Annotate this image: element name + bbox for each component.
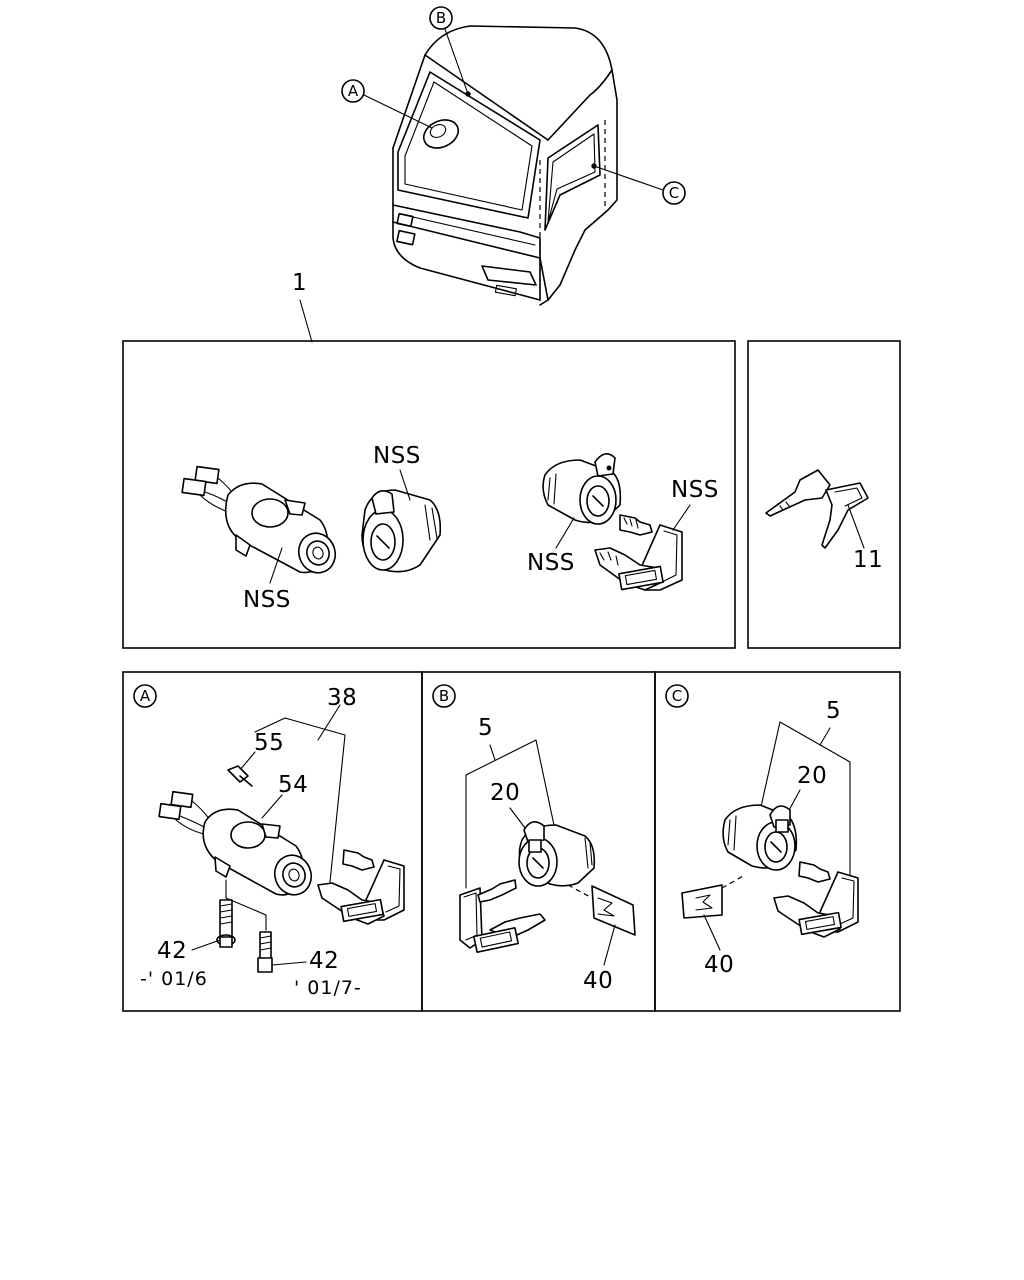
leader-part-11 bbox=[847, 504, 865, 549]
detail-a-label: A bbox=[133, 684, 157, 708]
detail-panel-c bbox=[654, 671, 901, 1012]
lock-cylinder-c-illustration bbox=[722, 804, 798, 871]
nss-lock-set-label: NSS bbox=[527, 550, 575, 576]
clip-40-b-illustration bbox=[591, 885, 636, 936]
part-number-42-right: 42 bbox=[309, 948, 339, 974]
leader-nss-key bbox=[672, 504, 691, 531]
ignition-switch-detail-illustration bbox=[158, 790, 313, 896]
leader-part-1 bbox=[299, 299, 313, 343]
callout-c-label: C bbox=[669, 184, 679, 202]
date-range-left: -' 01/6 bbox=[140, 968, 208, 990]
detail-c-label: C bbox=[665, 684, 689, 708]
bracket-38 bbox=[254, 704, 346, 883]
part-number-55: 55 bbox=[254, 730, 284, 756]
nss-door-lock-label: NSS bbox=[373, 443, 421, 469]
dash-c bbox=[721, 874, 746, 889]
detail-b-label: B bbox=[432, 684, 456, 708]
part-number-20-b: 20 bbox=[490, 780, 520, 806]
part-number-20-c: 20 bbox=[797, 763, 827, 789]
part-number-5-b: 5 bbox=[478, 715, 493, 741]
assembly-panel bbox=[122, 340, 736, 649]
clip-40-c-illustration bbox=[681, 884, 723, 919]
leader-40-b bbox=[603, 924, 616, 966]
callout-a-label: A bbox=[348, 82, 359, 100]
bracket-5-b bbox=[465, 739, 556, 889]
key-ring-detail-a-illustration bbox=[317, 849, 405, 925]
svg-text:C: C bbox=[672, 687, 682, 705]
part-number-5-c: 5 bbox=[826, 698, 841, 724]
keys-illustration bbox=[765, 469, 869, 549]
part-number-38: 38 bbox=[327, 685, 357, 711]
part-number-11: 11 bbox=[853, 547, 883, 573]
part-number-54: 54 bbox=[278, 772, 308, 798]
leader-42-right bbox=[271, 961, 307, 966]
leader-42-left bbox=[191, 939, 221, 951]
date-range-right: ' 01/7- bbox=[294, 977, 362, 999]
truck-cab-illustration bbox=[392, 25, 618, 306]
callout-b-label: B bbox=[436, 9, 446, 27]
part-number-40-c: 40 bbox=[704, 952, 734, 978]
bolts-42-illustration bbox=[216, 879, 273, 973]
leader-nss-lockset bbox=[555, 517, 575, 549]
part-number-1: 1 bbox=[292, 270, 307, 296]
key-ring-detail-c-illustration bbox=[773, 861, 859, 938]
callout-a[interactable]: A bbox=[341, 79, 433, 129]
ignition-switch-illustration bbox=[181, 465, 337, 574]
leader-54 bbox=[261, 794, 283, 819]
key-panel bbox=[747, 340, 901, 649]
dash-b bbox=[567, 884, 593, 899]
leader-20-c bbox=[787, 789, 801, 813]
part-number-42-left: 42 bbox=[157, 938, 187, 964]
door-lock-cylinder-illustration bbox=[361, 489, 442, 573]
nss-ignition-label: NSS bbox=[243, 587, 291, 613]
part-number-40-b: 40 bbox=[583, 968, 613, 994]
leader-nss-door bbox=[399, 469, 411, 501]
key-ring-illustration bbox=[594, 514, 683, 591]
callout-b[interactable]: B bbox=[429, 6, 469, 95]
leader-55 bbox=[239, 751, 256, 771]
callout-c[interactable]: C bbox=[593, 165, 686, 205]
screw-55-illustration bbox=[227, 765, 253, 787]
bracket-5-c bbox=[757, 721, 851, 883]
lock-cylinder-b-illustration bbox=[518, 821, 596, 887]
leader-nss-ignition bbox=[269, 547, 283, 584]
lock-set-illustration bbox=[542, 453, 622, 525]
svg-text:A: A bbox=[140, 687, 151, 705]
key-ring-detail-b-illustration bbox=[459, 879, 546, 953]
svg-text:B: B bbox=[439, 687, 449, 705]
nss-lock-key-label: NSS bbox=[671, 477, 719, 503]
leader-40-c bbox=[703, 914, 721, 951]
